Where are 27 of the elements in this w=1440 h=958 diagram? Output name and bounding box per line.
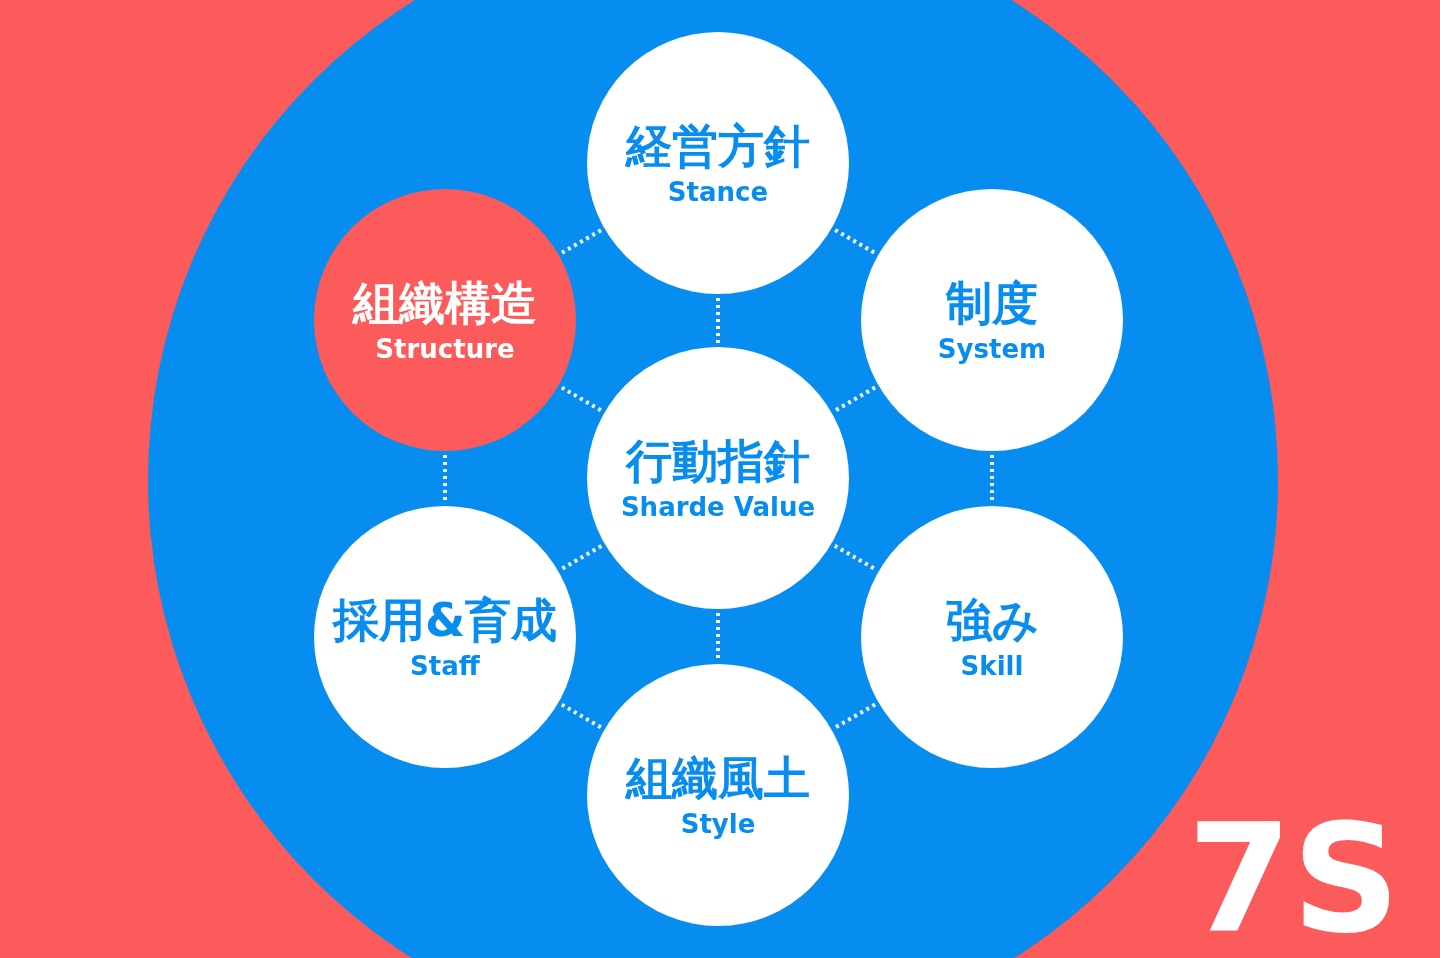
node-subtitle: Skill [960,649,1024,682]
node-subtitle: Sharde Value [620,490,816,523]
dotted-connector [560,702,603,730]
node-subtitle: Structure [375,332,515,365]
dotted-connector [834,228,876,255]
node-title: 組織風土 [626,750,810,807]
node-title: 経営方針 [626,118,810,175]
node-subtitle: Style [680,807,756,840]
node-title: 行動指針 [626,433,810,490]
dotted-connector [716,298,720,343]
dotted-connector [716,613,720,660]
dotted-connector [833,544,877,571]
node-title: 制度 [946,275,1038,332]
dotted-connector [560,385,603,413]
dotted-connector [561,228,602,255]
dotted-connector [833,385,877,413]
node-title: 強み [945,592,1039,649]
node-subtitle: Staff [410,649,480,682]
node-subtitle: Stance [667,175,769,208]
node-title: 採用&育成 [332,592,558,649]
dotted-connector [443,455,447,502]
node-subtitle: System [937,332,1047,365]
dotted-connector [990,455,994,502]
title-label: 7S [1187,804,1400,954]
dotted-connector [833,702,877,730]
node-title: 組織構造 [353,275,537,332]
dotted-connector [560,544,603,571]
